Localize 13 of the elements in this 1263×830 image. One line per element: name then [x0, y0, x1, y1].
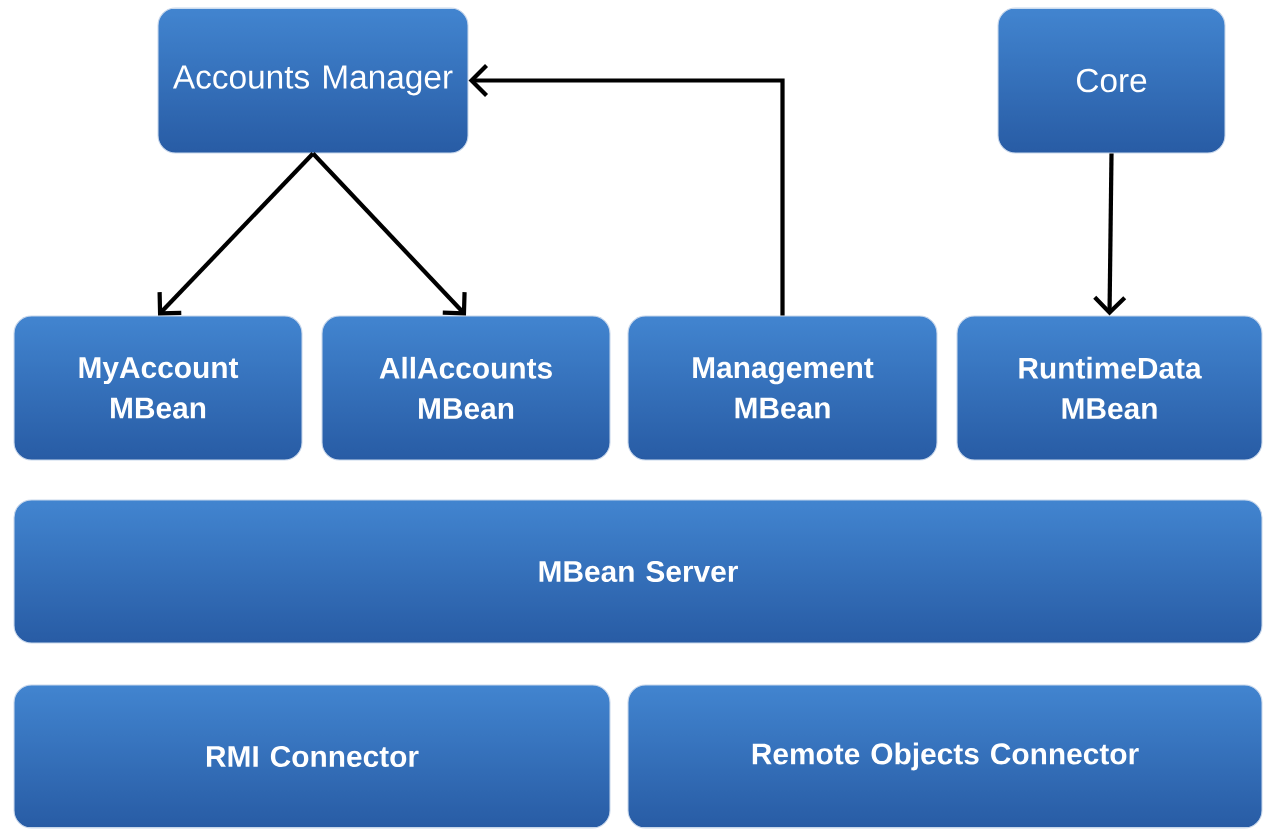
process-box: RuntimeData MBean — [956, 315, 1263, 461]
arrow — [1093, 153, 1127, 316]
process-box: Core — [997, 7, 1226, 154]
arrow — [468, 64, 785, 316]
arrow — [157, 152, 315, 316]
process-box: MyAccount MBean — [13, 315, 303, 461]
process-box: Remote Objects Connector — [627, 684, 1263, 829]
process-box: Accounts Manager — [157, 7, 469, 154]
process-box: Management MBean — [627, 315, 938, 461]
arrow — [311, 152, 467, 316]
process-box: AllAccounts MBean — [321, 315, 611, 461]
process-box: MBean Server — [13, 499, 1263, 644]
process-box: RMI Connector — [13, 684, 611, 829]
